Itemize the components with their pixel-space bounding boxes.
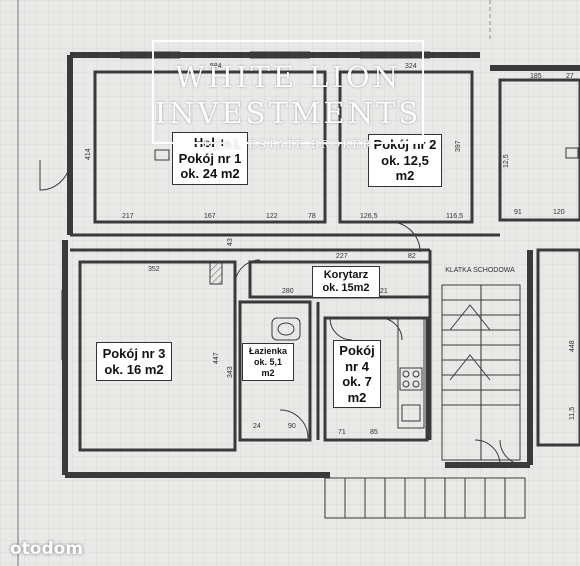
dimension-label: 227 — [336, 253, 348, 260]
inner-walls — [70, 70, 580, 452]
otodom-logo: otodom — [10, 539, 84, 559]
room-label-pokoj-4: Pokój nr 4 ok. 7 m2 — [333, 340, 381, 409]
dimension-label: 90 — [288, 423, 296, 430]
dimension-label: 185 — [530, 73, 542, 80]
dimension-label: 24 — [253, 423, 261, 430]
watermark-line-3: REAL ESTATE BROKER — [203, 138, 373, 151]
dimension-label: 448 — [569, 340, 576, 352]
dimension-label: 217 — [122, 213, 134, 220]
dimension-label: 352 — [148, 266, 160, 273]
dimension-labels: 584 324 185 27 217 167 122 78 126,5 116,… — [85, 63, 576, 436]
dimension-label: 167 — [204, 213, 216, 220]
dimension-label: 71 — [338, 429, 346, 436]
windows — [61, 51, 430, 360]
dimension-label: 324 — [405, 63, 417, 70]
dimension-label: 280 — [282, 288, 294, 295]
dimension-label: 447 — [213, 352, 220, 364]
dimension-label: 21 — [380, 288, 388, 295]
dimension-label: 414 — [85, 148, 92, 160]
dimension-label: 126,5 — [360, 213, 378, 220]
outer-walls — [62, 52, 580, 478]
dimension-label: 11,5 — [569, 407, 576, 420]
dimension-label: 397 — [455, 140, 462, 152]
dimension-label: 85 — [370, 429, 378, 436]
stair-label: KLATKA SCHODOWA — [445, 267, 515, 274]
dimension-label: 120 — [553, 209, 565, 216]
watermark-line-1: WHITE LION — [174, 60, 402, 94]
dimension-label: 343 — [227, 366, 234, 378]
room-label-lazienka: Łazienka ok. 5,1 m2 — [242, 343, 294, 382]
dimension-label: 122 — [266, 213, 278, 220]
watermark-line-2: INVESTMENTS — [154, 96, 422, 130]
dimension-label: 116,5 — [446, 213, 463, 220]
watermark-logo: WHITE LION INVESTMENTS REAL ESTATE BROKE… — [152, 40, 424, 151]
dimension-label: 82 — [408, 253, 416, 260]
dimension-label: 27 — [566, 73, 574, 80]
dimension-label: 43 — [227, 238, 234, 246]
room-label-pokoj-3: Pokój nr 3 ok. 16 m2 — [96, 342, 172, 382]
fixtures — [271, 317, 425, 429]
staircase — [324, 284, 526, 519]
dimension-label: 78 — [308, 213, 316, 220]
room-label-hol-pokoj-1: Hol + Pokój nr 1 ok. 24 m2 — [172, 132, 248, 185]
doors — [39, 159, 526, 466]
room-label-korytarz: Korytarz ok. 15m2 — [312, 266, 380, 299]
dimension-label: 91 — [514, 209, 522, 216]
dimension-label: 12,5 — [503, 154, 510, 168]
dimension-label: 584 — [210, 63, 222, 70]
